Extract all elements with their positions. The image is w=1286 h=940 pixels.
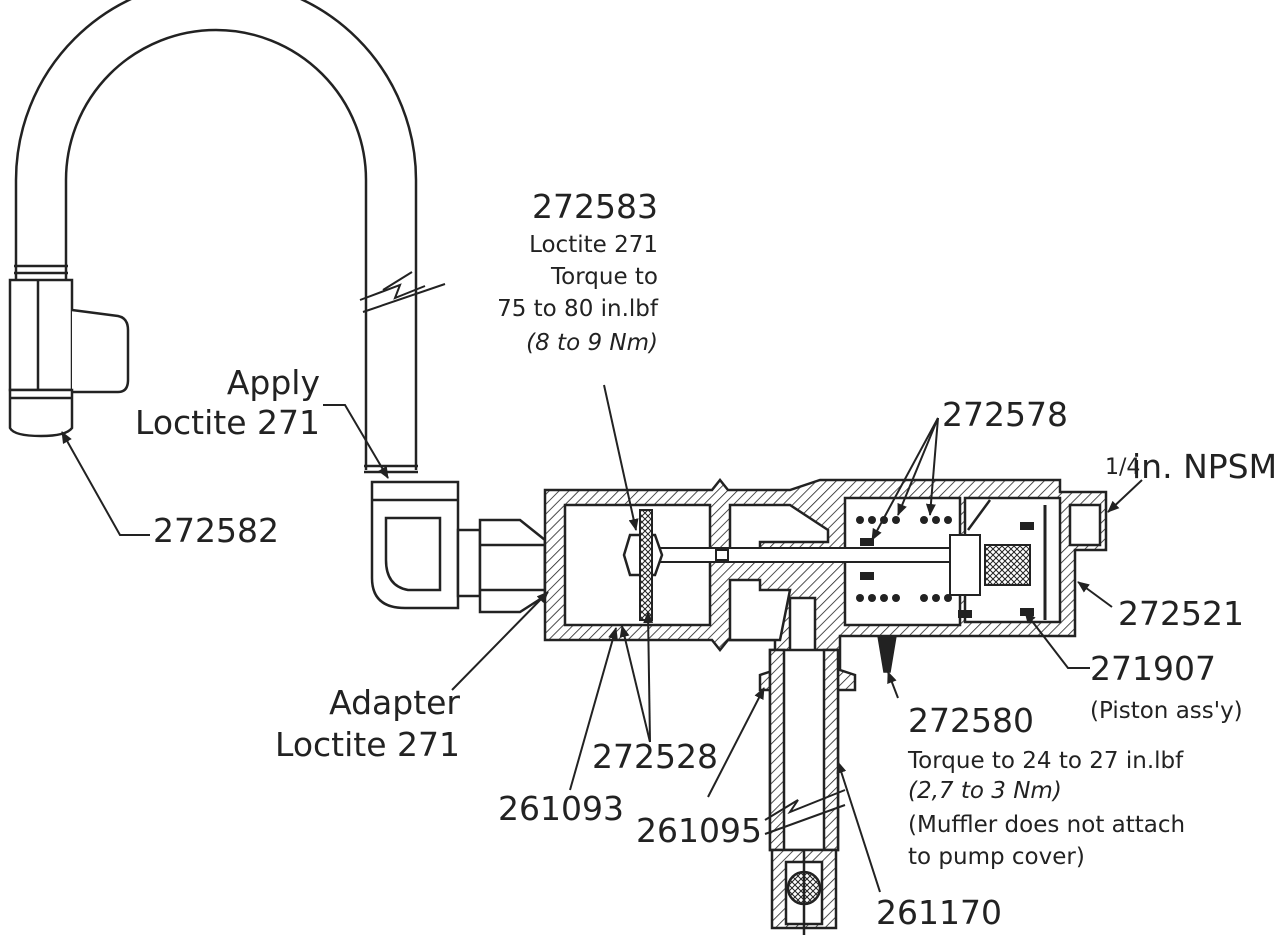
npsm-fraction: 1/4 bbox=[1105, 455, 1140, 480]
label-272580-note4: to pump cover) bbox=[908, 844, 1085, 870]
label-npsm: in. NPSM bbox=[1132, 447, 1278, 486]
label-272583-note3: 75 to 80 in.lbf bbox=[497, 296, 658, 322]
hose-valve bbox=[8, 278, 130, 438]
label-272583-note4: (8 to 9 Nm) bbox=[526, 330, 658, 356]
label-272582: 272582 bbox=[153, 511, 279, 550]
label-272521: 272521 bbox=[1118, 594, 1244, 633]
label-272578: 272578 bbox=[942, 395, 1068, 434]
label-261093: 261093 bbox=[498, 789, 624, 828]
label-272580: 272580 bbox=[908, 701, 1034, 740]
label-261095: 261095 bbox=[636, 811, 762, 850]
label-piston-assy: (Piston ass'y) bbox=[1090, 698, 1243, 724]
npsm-fraction-label: 1/4 bbox=[1105, 455, 1140, 480]
label-adapter-loctite: Loctite 271 bbox=[275, 725, 460, 764]
label-272583-note2: Torque to bbox=[551, 264, 658, 290]
suction-tube bbox=[764, 648, 846, 935]
label-apply: Apply bbox=[226, 363, 320, 402]
piston-shaft bbox=[622, 509, 951, 621]
label-272580-note1: Torque to 24 to 27 in.lbf bbox=[908, 748, 1184, 774]
muffler bbox=[877, 635, 897, 673]
label-adapter: Adapter bbox=[329, 683, 460, 722]
leader-lines bbox=[61, 384, 1143, 893]
hose bbox=[14, 0, 446, 474]
label-271907: 271907 bbox=[1090, 649, 1216, 688]
piston-assembly bbox=[949, 499, 1047, 620]
label-272583: 272583 bbox=[532, 187, 658, 226]
label-apply-loctite: Loctite 271 bbox=[135, 403, 320, 442]
label-272528: 272528 bbox=[592, 737, 718, 776]
label-272580-note3: (Muffler does not attach bbox=[908, 812, 1186, 838]
label-272580-note2: (2,7 to 3 Nm) bbox=[908, 778, 1062, 804]
label-261170: 261170 bbox=[876, 893, 1002, 932]
label-272583-note1: Loctite 271 bbox=[529, 232, 658, 258]
elbow-fitting bbox=[370, 480, 482, 610]
